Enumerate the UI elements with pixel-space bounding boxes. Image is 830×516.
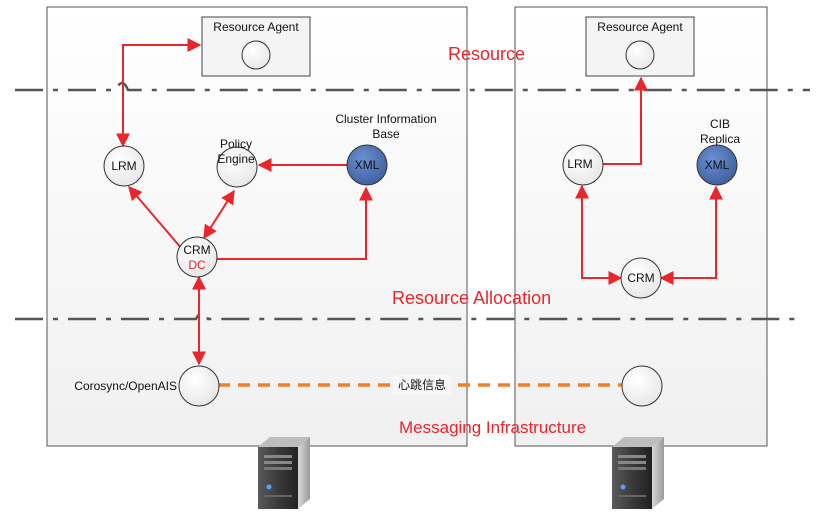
arrow-crm-policy-engine [203,189,235,240]
node1-resource-agent-label: Resource Agent [213,20,299,34]
node2-resource-agent-circle [625,40,655,70]
node1-messaging-circle [178,365,220,407]
node1-cib-label-1: Cluster Information [335,112,436,126]
node2-crm-label: CRM [627,271,654,285]
node1-crm-circle [176,236,218,278]
node2-messaging-circle [621,365,663,407]
node1-resource-agent-circle [241,40,271,70]
node1-lrm-circle [103,145,145,187]
arrow-crm-lrm [128,185,183,250]
node1-policy-engine-circle [216,146,258,188]
layer-label-resource-allocation: Resource Allocation [392,288,551,308]
node1-crm-label: CRM [183,243,210,257]
server-icon [258,437,310,509]
heartbeat-label: 心跳信息 [398,377,446,392]
node2-xml-circle [696,144,738,186]
layer-label-messaging: Messaging Infrastructure [399,418,586,437]
arrow-crm2-xml2 [659,185,723,285]
node1-messaging-label: Corosync/OpenAIS [74,379,177,393]
arrow-crm2-lrm2 [575,184,623,285]
node2-lrm-label: LRM [567,157,592,171]
node2-crm-circle [620,257,662,299]
node2-cib-label-2: Replica [700,132,740,146]
server-icon [612,437,664,509]
node1-dc-label: DC [188,258,206,272]
arrow-lrm2-resource-agent2 [603,76,648,165]
arrow-crm-xml [217,186,373,260]
node2-cib-label-1: CIB [710,117,730,131]
node1-policy-engine-label-1: Policy [220,137,252,151]
node2-xml-label: XML [705,158,730,172]
node1-xml-circle [346,144,388,186]
node1-cib-label-2: Base [372,127,400,141]
heartbeat-label-bg [393,375,451,395]
node1-xml-label: XML [355,158,380,172]
node1-policy-engine-label-2: Engine [217,152,255,166]
node2-resource-agent-label: Resource Agent [597,20,683,34]
node1-lrm-label: LRM [111,159,136,173]
layer-label-resource: Resource [448,44,525,64]
arrow-lrm-resource-agent [116,38,202,148]
node2-lrm-circle [562,144,604,186]
